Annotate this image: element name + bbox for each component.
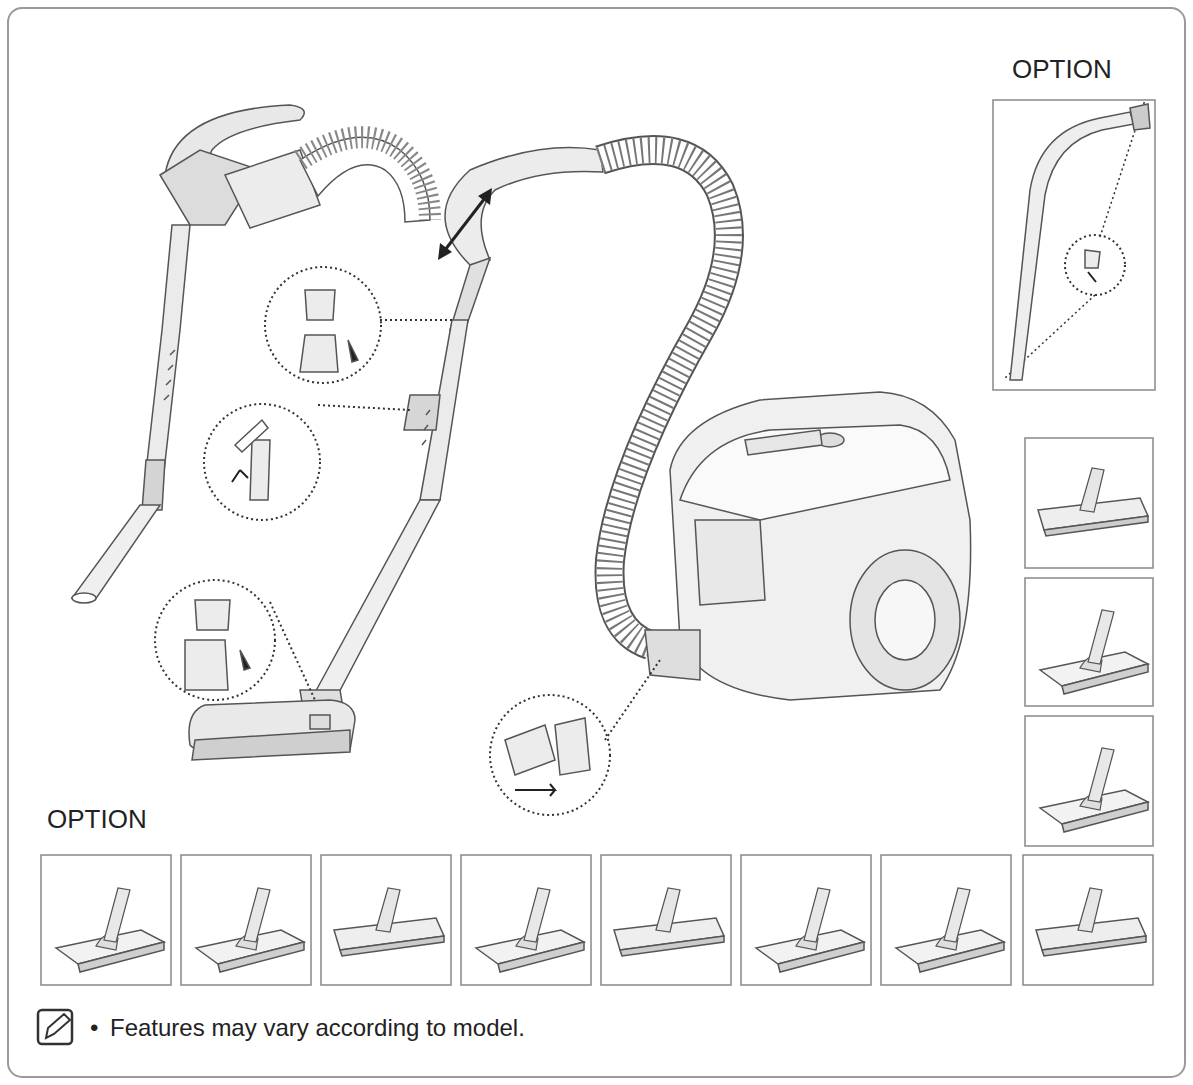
note-text: Features may vary according to model. — [110, 1016, 525, 1040]
option-heading: OPTION — [47, 806, 147, 832]
note-bullet: • — [90, 1016, 98, 1040]
note-icon — [38, 1010, 72, 1044]
zoom-contents — [185, 250, 1100, 796]
option-boxes — [41, 100, 1155, 985]
option-bent-pipe — [1010, 104, 1150, 380]
double-arrow — [438, 188, 492, 260]
option-nozzles — [56, 468, 1148, 972]
left-wand — [72, 105, 430, 603]
option-heading: OPTION — [1012, 56, 1112, 82]
outer-frame — [8, 8, 1185, 1077]
zoom-details — [155, 100, 1145, 815]
vacuum-body — [645, 392, 971, 700]
